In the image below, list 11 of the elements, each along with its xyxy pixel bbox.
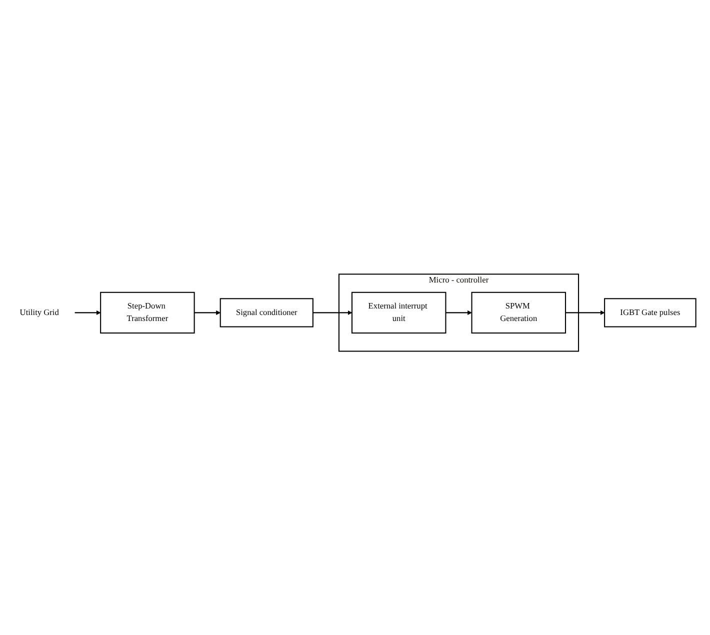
node-box: Signal conditioner	[220, 298, 314, 328]
arrow	[566, 310, 605, 315]
arrow	[194, 310, 221, 315]
arrow	[74, 310, 101, 315]
node-text: Utility Grid	[20, 308, 59, 317]
arrow	[312, 310, 352, 315]
node-box: Step-Down Transformer	[100, 292, 195, 334]
arrow	[446, 310, 472, 315]
node-box: External interrupt unit	[351, 292, 446, 334]
node-box: SPWM Generation	[471, 292, 566, 334]
node-box: IGBT Gate pulses	[604, 298, 696, 328]
